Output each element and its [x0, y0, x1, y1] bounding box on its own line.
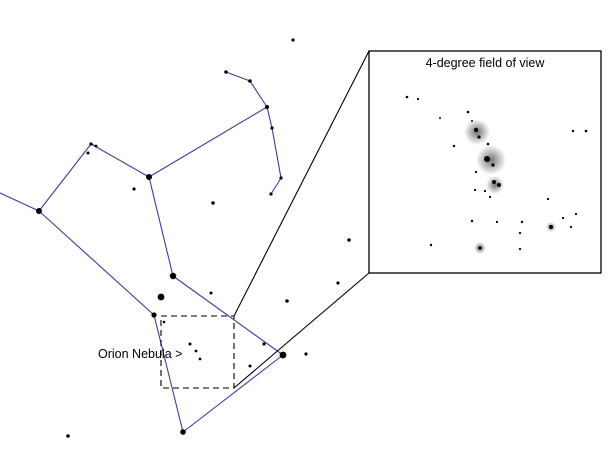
- star: [270, 126, 274, 130]
- nebula-cloud: [486, 176, 504, 194]
- orion-nebula-label: Orion Nebula >: [98, 347, 182, 361]
- orion-club-line: [225, 71, 268, 108]
- star: [473, 127, 479, 133]
- star: [546, 197, 550, 201]
- star: [248, 79, 252, 83]
- star: [477, 135, 481, 139]
- star: [198, 357, 202, 361]
- star: [269, 192, 273, 196]
- orion-arm-upper: [0, 143, 97, 212]
- star: [36, 208, 42, 214]
- star: [518, 231, 522, 235]
- star: [571, 129, 575, 133]
- star: [473, 188, 477, 192]
- star: [549, 225, 553, 229]
- star: [484, 156, 490, 162]
- star: [265, 105, 269, 109]
- star: [188, 342, 192, 346]
- star: [304, 352, 308, 356]
- star: [162, 320, 166, 324]
- orion-shoulder-line: [90, 106, 282, 195]
- star: [279, 351, 287, 359]
- star: [211, 201, 215, 205]
- star: [466, 110, 470, 114]
- zoom-connector-lines: [233, 50, 370, 389]
- star: [291, 38, 295, 42]
- star: [518, 247, 522, 251]
- star: [157, 293, 165, 301]
- star: [169, 272, 177, 280]
- inset-stars: [405, 95, 588, 251]
- nebula-cloud: [476, 145, 506, 175]
- star: [262, 342, 266, 346]
- connector-line-bottom: [233, 272, 370, 389]
- star: [495, 220, 499, 224]
- star: [209, 291, 213, 295]
- constellation-lines: [0, 71, 284, 433]
- star: [146, 174, 152, 180]
- star: [89, 142, 93, 146]
- star: [194, 349, 198, 353]
- star: [429, 243, 433, 247]
- star: [584, 129, 588, 133]
- star: [66, 434, 70, 438]
- star: [180, 429, 186, 435]
- inset-panel: 4-degree field of view: [368, 50, 602, 274]
- star: [483, 189, 487, 193]
- star: [405, 95, 409, 99]
- star: [474, 170, 478, 174]
- star: [285, 299, 289, 303]
- nebula-cloud: [464, 119, 490, 145]
- star: [336, 281, 340, 285]
- star: [471, 120, 473, 122]
- star: [569, 225, 573, 229]
- star: [224, 70, 228, 74]
- star: [520, 220, 524, 224]
- star: [86, 151, 90, 155]
- stars: [36, 38, 351, 438]
- star: [492, 180, 496, 184]
- star: [497, 183, 501, 187]
- star: [151, 312, 157, 318]
- star: [248, 364, 252, 368]
- star: [132, 187, 136, 191]
- inset-title: 4-degree field of view: [426, 56, 546, 70]
- nebula-selection-box: [160, 315, 235, 389]
- connector-line-top: [233, 50, 370, 317]
- orion-torso-right: [148, 176, 284, 433]
- star: [470, 219, 474, 223]
- star: [486, 142, 490, 146]
- star: [574, 212, 578, 216]
- star: [488, 195, 492, 199]
- star: [491, 163, 495, 167]
- star: [347, 238, 351, 242]
- star: [416, 97, 420, 101]
- star: [94, 144, 98, 148]
- star: [279, 176, 283, 180]
- star: [439, 117, 441, 119]
- star: [452, 144, 456, 148]
- star: [561, 216, 565, 220]
- star: [478, 246, 482, 250]
